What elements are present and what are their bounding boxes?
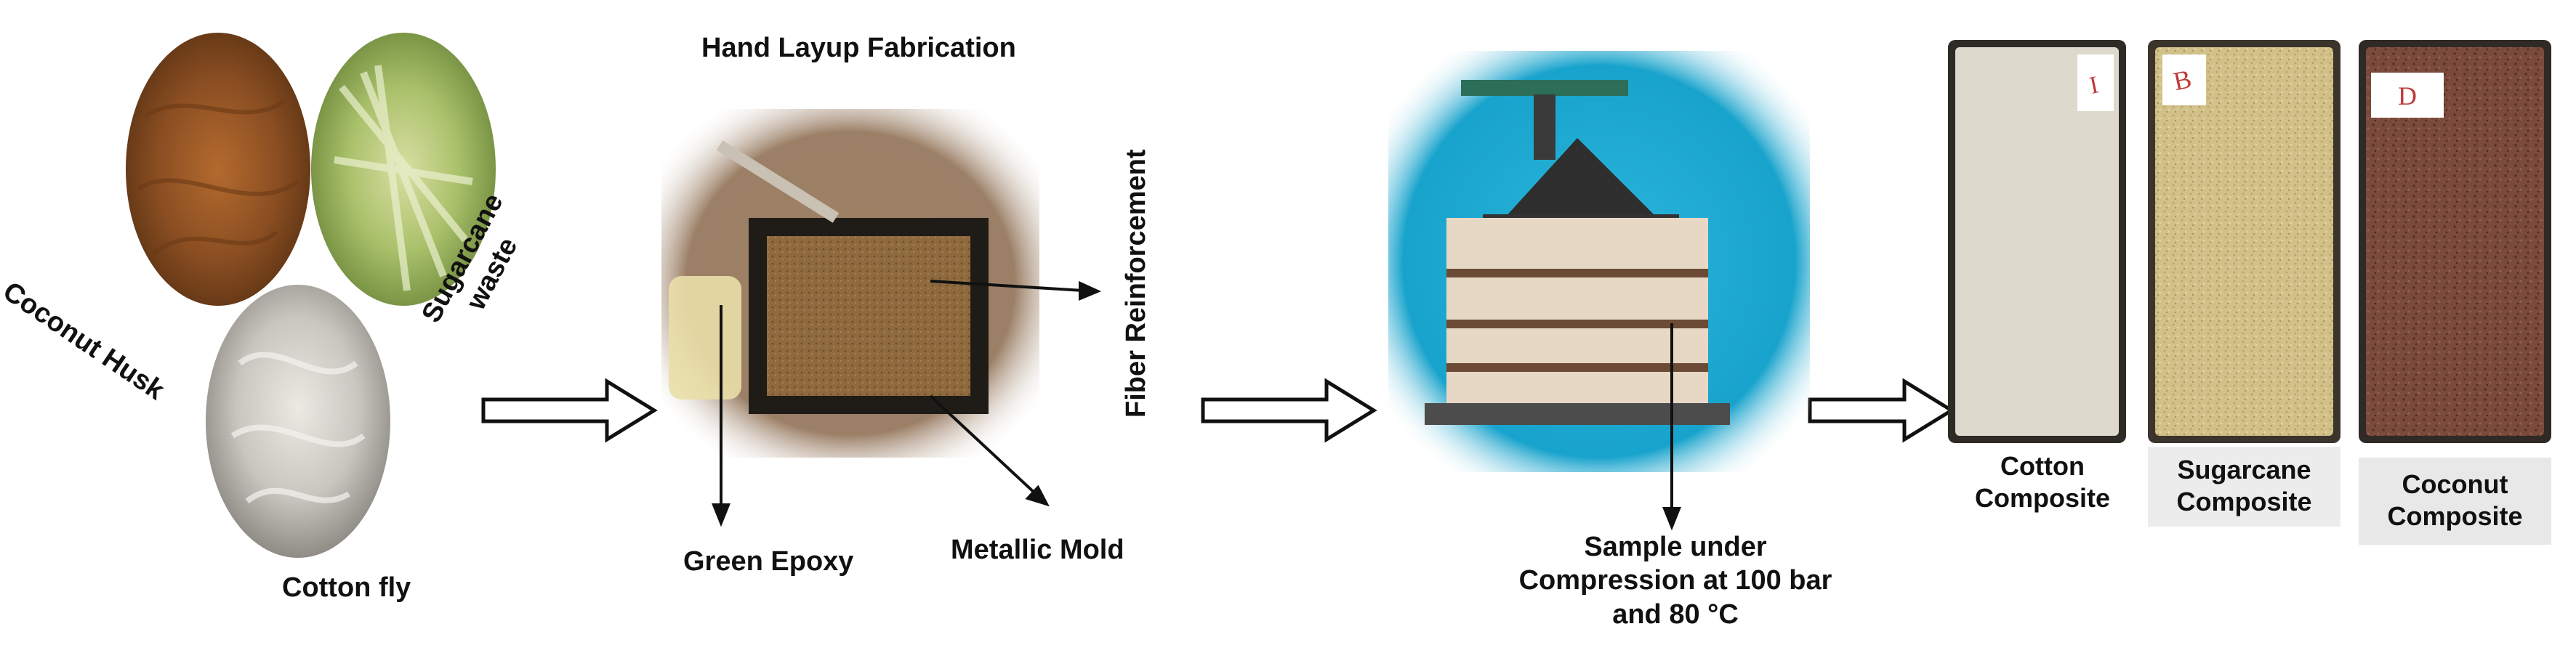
coconut-label-box — [2359, 458, 2551, 545]
coconut-husk-image — [126, 33, 310, 306]
compression-press-image — [1388, 51, 1810, 472]
sugarcane-waste-image — [311, 33, 496, 306]
coconut-composite-panel — [2359, 40, 2551, 443]
green-epoxy-arrow — [712, 305, 730, 527]
fiber-reinforcement-arrow — [930, 280, 1101, 301]
sugarcane-label-box — [2148, 447, 2340, 527]
cotton-composite-line2: Composite — [1974, 482, 2110, 513]
metallic-mold-label: Metallic Mold — [951, 535, 1124, 565]
process-arrow-3 — [1808, 378, 1955, 443]
sugarcane-composite-line2: Composite — [2176, 486, 2312, 516]
compression-caption: Sample under Compression at 100 bar and … — [1505, 530, 1846, 631]
process-arrow-1 — [481, 378, 658, 443]
coconut-sample-tag: D — [2398, 81, 2417, 110]
sample-under-compression-arrow — [1662, 323, 1681, 531]
cotton-composite-line1: Cotton — [2000, 451, 2085, 481]
coconut-composite-label: Coconut Composite — [2362, 469, 2548, 532]
compression-caption-line1: Sample under — [1584, 532, 1767, 562]
coconut-composite-line1: Coconut — [2402, 469, 2508, 499]
cotton-composite-panel — [1948, 40, 2126, 443]
fiber-reinforcement-label: Fiber Reinforcement — [1121, 149, 1151, 418]
coconut-composite-line2: Composite — [2387, 500, 2523, 531]
sugarcane-composite-panel — [2148, 40, 2340, 443]
compression-caption-line2: Compression at 100 bar — [1518, 565, 1832, 596]
sugarcane-composite-label: Sugarcane Composite — [2152, 454, 2337, 518]
metallic-mold-arrow — [929, 394, 1050, 507]
compression-caption-line3: and 80 °C — [1612, 599, 1739, 630]
process-arrow-2 — [1201, 378, 1377, 443]
cotton-fly-image — [206, 285, 390, 558]
sugarcane-composite-line1: Sugarcane — [2177, 455, 2311, 484]
cotton-composite-label: Cotton Composite — [1963, 450, 2122, 514]
cotton-fly-label: Cotton fly — [282, 572, 411, 603]
green-epoxy-label: Green Epoxy — [683, 546, 854, 577]
hand-layup-title: Hand Layup Fabrication — [701, 33, 1016, 63]
